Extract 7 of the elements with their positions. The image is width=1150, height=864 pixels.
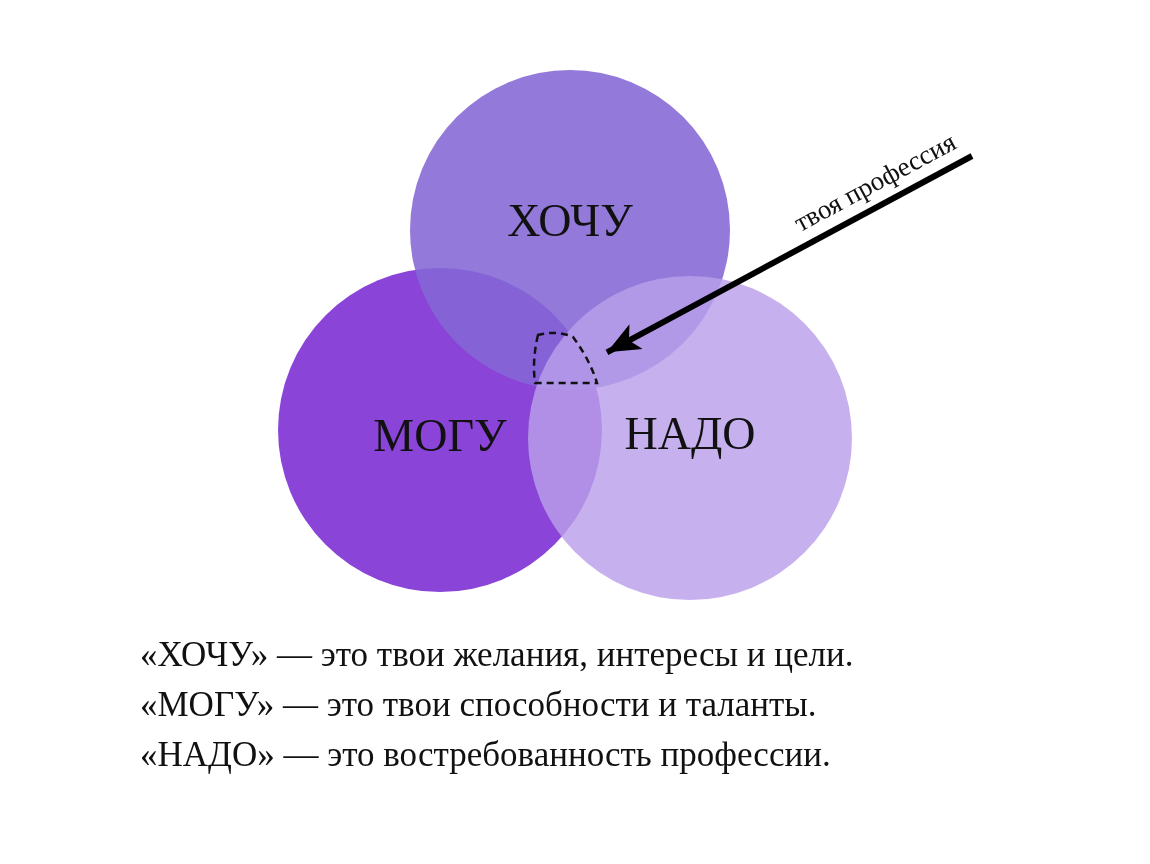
circle-label: НАДО [624,406,756,460]
circle-label: МОГУ [373,408,507,462]
arrow [605,153,974,355]
description-text: «ХОЧУ» — это твои желания, интересы и цели. [140,635,854,675]
description-text: «НАДО» — это востребованность профессии. [140,735,831,775]
description-text: «МОГУ» — это твои способности и таланты. [140,685,817,725]
circle-label: ХОЧУ [507,193,633,247]
